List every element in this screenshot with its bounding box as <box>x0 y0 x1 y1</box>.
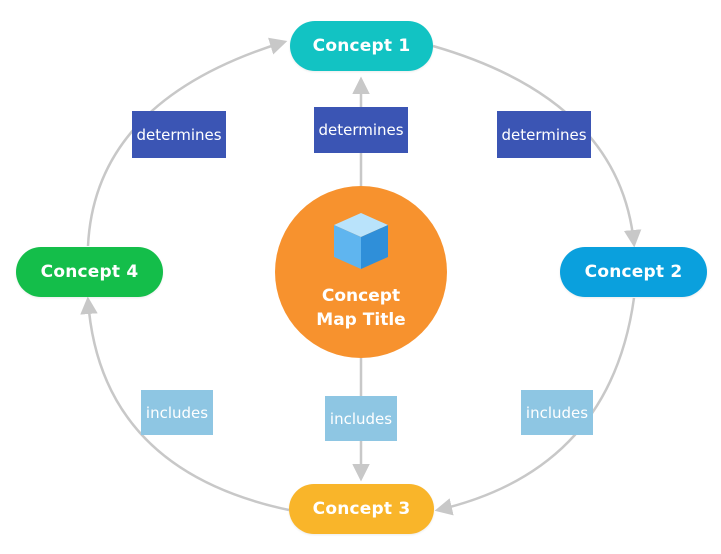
link-label-determines-center[interactable]: determines <box>314 107 408 153</box>
concept-2-node[interactable]: Concept 2 <box>560 247 707 297</box>
link-label-includes-right[interactable]: includes <box>521 390 593 435</box>
center-topic-node[interactable]: Concept Map Title <box>275 186 447 358</box>
link-label-determines-left[interactable]: determines <box>132 111 226 158</box>
link-label-determines-right[interactable]: determines <box>497 111 591 158</box>
center-title-line2: Map Title <box>316 310 406 330</box>
cube-icon <box>334 213 388 269</box>
connector-concept3-concept4 <box>80 296 290 512</box>
link-label-includes-left[interactable]: includes <box>141 390 213 435</box>
concept-4-node[interactable]: Concept 4 <box>16 247 163 297</box>
center-title-line1: Concept <box>321 286 401 306</box>
concept-1-node[interactable]: Concept 1 <box>290 21 433 71</box>
connector-concept2-concept3 <box>434 297 636 516</box>
link-label-includes-center[interactable]: includes <box>325 396 397 441</box>
concept-3-node[interactable]: Concept 3 <box>289 484 434 534</box>
center-title: Concept Map Title <box>296 284 426 332</box>
